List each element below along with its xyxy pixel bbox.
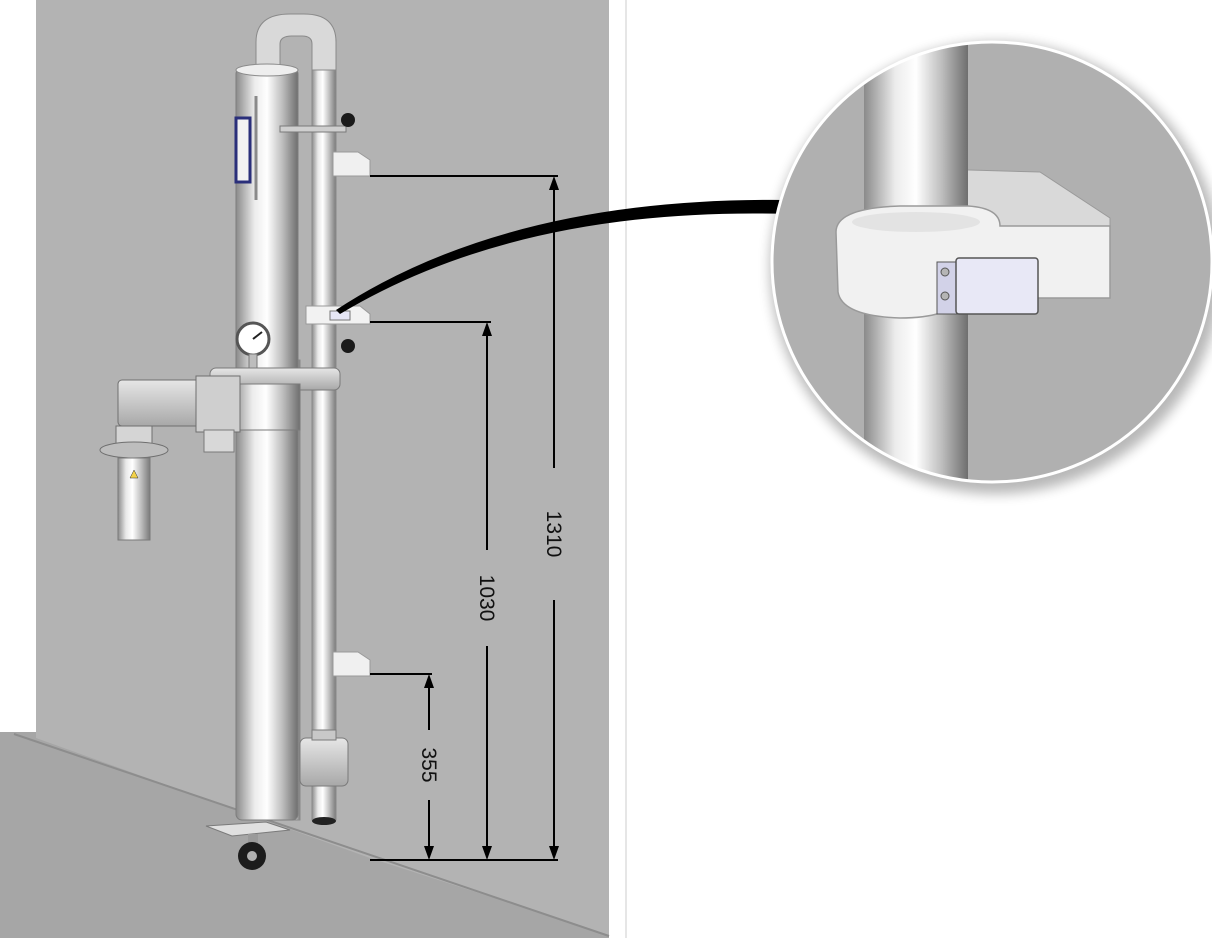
wall-bracket-bottom: [332, 651, 371, 677]
floor: [0, 732, 609, 938]
dimension-label-1310: 1310: [542, 511, 565, 558]
return-pipe: [311, 39, 337, 821]
top-arm: [279, 125, 347, 133]
pressure-gauge: [235, 321, 271, 371]
middle-knob: [341, 339, 355, 353]
dimension-label-355: 355: [417, 747, 440, 782]
base-plate: [205, 821, 291, 837]
top-knob: [341, 113, 355, 127]
dimension-355: [424, 674, 434, 860]
dimension-label-1030: 1030: [475, 575, 498, 622]
detail-clip: [936, 257, 1039, 315]
detail-leader-line: [336, 199, 790, 314]
lower-fitting: [299, 737, 349, 787]
column-top-cap: [235, 63, 299, 77]
u-bend-pipe: [255, 13, 337, 71]
return-pipe-bottom: [312, 817, 336, 825]
callout-border: [770, 40, 1212, 484]
wall-left-edge-shadow: [0, 0, 36, 938]
lower-fitting-flange: [311, 729, 337, 741]
pump-unit: [99, 375, 241, 541]
wall-floor-edge: [13, 733, 610, 937]
equipment: [99, 13, 371, 870]
level-indicator-plate: [234, 116, 252, 184]
bracket-clamp-detail: [770, 40, 1212, 494]
caster-wheel: [238, 834, 266, 870]
column-collar: [231, 383, 301, 431]
wall-bracket-top: [332, 151, 371, 177]
dimension-1030: [482, 322, 492, 860]
